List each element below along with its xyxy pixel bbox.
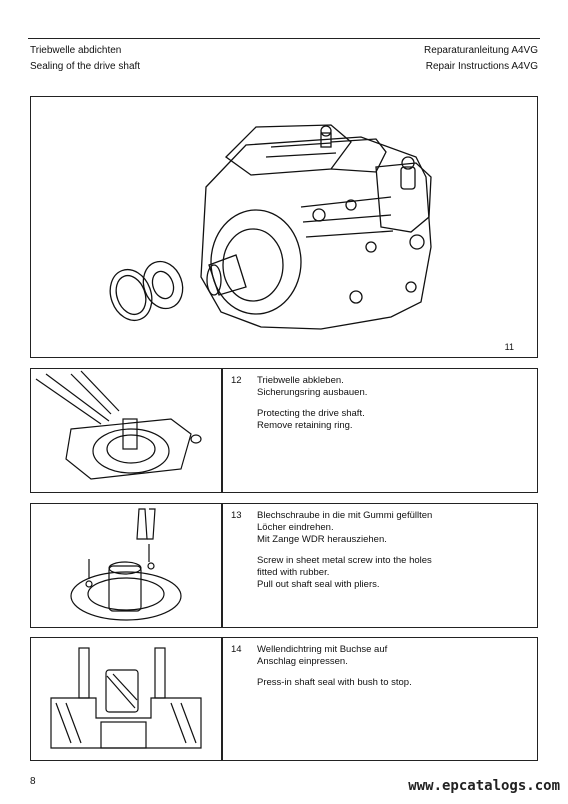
step-13-figure — [30, 503, 222, 628]
step-13-text-panel: 13 Blechschraube in die mit Gummi gefüll… — [222, 503, 538, 628]
seal-press-in-illustration — [50, 647, 202, 749]
page-number: 8 — [30, 776, 36, 787]
step-13-number: 13 — [231, 510, 242, 521]
header-right: Reparaturanleitung A4VG Repair Instructi… — [424, 45, 538, 77]
retaining-ring-illustration — [35, 370, 202, 480]
step-13-text-de: Blechschraube in die mit Gummi gefüllten… — [257, 510, 433, 545]
main-figure-number: 11 — [504, 342, 514, 352]
header-title-en: Sealing of the drive shaft — [30, 61, 141, 72]
header-left: Triebwelle abdichten Sealing of the driv… — [30, 45, 140, 77]
step-14-text-panel: 14 Wellendichtring mit Buchse auf Anschl… — [222, 637, 538, 761]
main-figure — [30, 96, 538, 358]
watermark: www.epcatalogs.com — [408, 778, 560, 794]
seal-removal-illustration — [70, 508, 182, 621]
pump-illustration — [109, 124, 432, 330]
step-12-figure — [30, 368, 222, 493]
step-14-figure — [30, 637, 222, 761]
header-manual-de: Reparaturanleitung A4VG — [424, 45, 538, 56]
step-14-text-de: Wellendichtring mit Buchse auf Anschlag … — [257, 644, 388, 667]
step-14-text-en: Press-in shaft seal with bush to stop. — [257, 677, 412, 688]
step-12-text-de: Triebwelle abkleben. Sicherungsring ausb… — [257, 375, 368, 398]
step-12-text-panel: 12 Triebwelle abkleben. Sicherungsring a… — [222, 368, 538, 493]
header-manual-en: Repair Instructions A4VG — [425, 61, 538, 72]
step-12-text-en: Protecting the drive shaft. Remove retai… — [257, 408, 365, 431]
header-title-de: Triebwelle abdichten — [30, 45, 122, 56]
header-rule — [28, 38, 540, 39]
step-14-number: 14 — [231, 644, 242, 655]
step-12-number: 12 — [231, 375, 242, 386]
step-13-text-en: Screw in sheet metal screw into the hole… — [257, 555, 432, 590]
